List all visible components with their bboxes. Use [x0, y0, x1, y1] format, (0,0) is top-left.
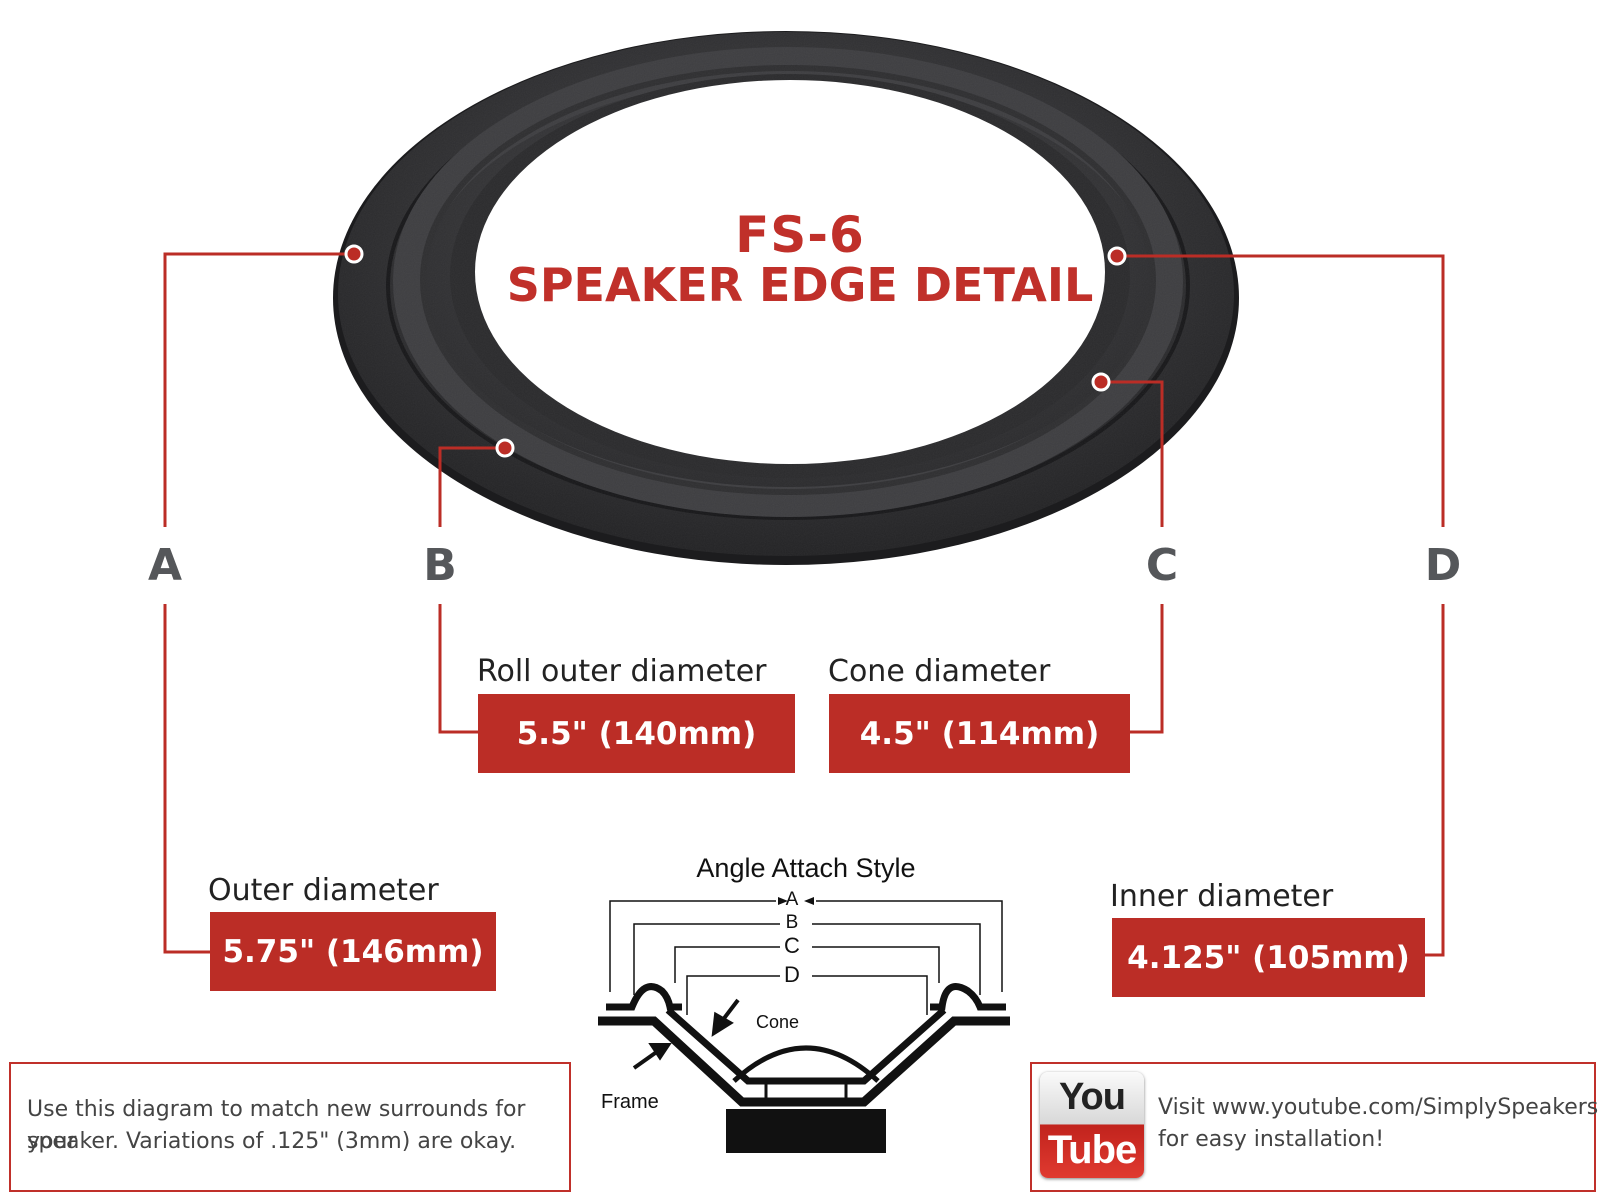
attach-letter-d: D — [784, 962, 800, 987]
youtube-logo-tube: Tube — [1047, 1128, 1138, 1172]
outer-diameter-value: 5.75" (146mm) — [210, 912, 496, 991]
angle-attach-diagram — [598, 897, 1010, 1153]
youtube-install-text: for easy installation! — [1158, 1127, 1385, 1152]
frame-label: Frame — [601, 1091, 659, 1113]
cone-label: Cone — [756, 1012, 800, 1032]
roll-outer-diameter-value: 5.5" (140mm) — [478, 694, 795, 773]
surround-rolls — [606, 983, 1006, 1011]
letter-b: B — [423, 540, 457, 591]
youtube-link-text[interactable]: Visit www.youtube.com/SimplySpeakers — [1158, 1095, 1599, 1120]
page-subtitle: SPEAKER EDGE DETAIL — [506, 258, 1094, 312]
cone-diameter-label: Cone diameter — [828, 654, 1051, 689]
letter-a: A — [147, 540, 183, 591]
dust-cap — [732, 1045, 880, 1083]
roll-outer-diameter-label: Roll outer diameter — [477, 654, 767, 689]
bracket-arrows — [778, 897, 814, 905]
leader-lines — [163, 252, 1445, 957]
magnet-block — [726, 1109, 886, 1153]
attach-letter-b: B — [785, 912, 799, 933]
leader-dots — [344, 244, 1127, 458]
angle-attach-title: Angle Attach Style — [696, 853, 916, 883]
pointer-arrows — [632, 998, 740, 1070]
page-title: FS-6 — [735, 206, 865, 264]
frame-shape — [598, 1016, 1010, 1107]
usage-note-line2: speaker. Variations of .125" (3mm) are o… — [27, 1129, 517, 1154]
voice-coil — [764, 1083, 848, 1099]
usage-note-line1: Use this diagram to match new surrounds … — [27, 1097, 526, 1154]
attach-letter-c: C — [784, 933, 800, 958]
usage-note-box: Use this diagram to match new surrounds … — [9, 1062, 571, 1192]
letter-c: C — [1145, 540, 1179, 591]
cone-diameter-value: 4.5" (114mm) — [829, 694, 1130, 773]
youtube-logo-icon[interactable]: You Tube — [1040, 1072, 1144, 1178]
attach-letter-a: A — [785, 889, 799, 910]
dimension-brackets — [609, 900, 1003, 1015]
inner-diameter-label: Inner diameter — [1110, 879, 1334, 914]
surround-ring — [333, 31, 1239, 565]
outer-diameter-label: Outer diameter — [208, 873, 439, 908]
cone-shape — [665, 1007, 947, 1085]
youtube-logo-you: You — [1059, 1076, 1126, 1118]
inner-diameter-value: 4.125" (105mm) — [1112, 918, 1425, 997]
letter-d: D — [1424, 540, 1462, 591]
